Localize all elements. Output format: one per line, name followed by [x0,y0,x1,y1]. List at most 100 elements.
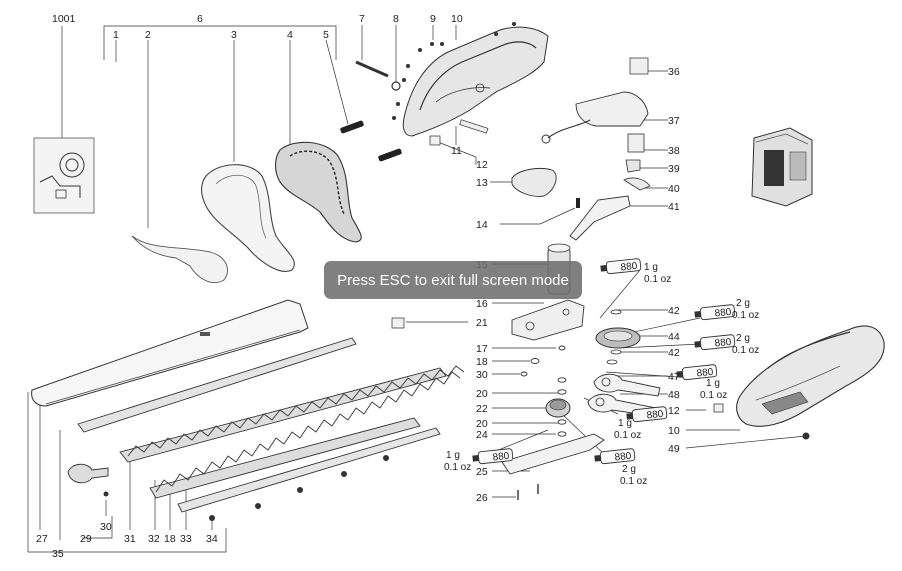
callout-number: 12 [668,405,680,417]
blade-guard-cover-part [31,299,309,407]
grease-label: 880 [714,307,732,320]
callout-number: 1 [113,29,119,41]
callout-number: 36 [668,66,680,78]
fullscreen-exit-toast: Press ESC to exit full screen mode [324,261,582,299]
gearbox-part [511,299,585,341]
callout-number: 31 [124,533,136,545]
upper-blade-part [119,365,465,463]
callout-number: 42 [668,347,680,359]
grease-label: 1 g [644,262,658,273]
callout-number: 2 [145,29,151,41]
callout-number: 24 [476,429,488,441]
callout-number: 10 [668,425,680,437]
callout-number: 42 [668,305,680,317]
callout-number: 29 [80,533,92,545]
callout-number: 34 [206,533,218,545]
callout-number: 6 [197,13,203,25]
grease-label: 1 g [706,378,720,389]
grease-label: 0.1 oz [644,274,671,285]
lower-blade-part [149,371,461,499]
motor-housing-part [402,26,549,137]
callout-number: 32 [148,533,160,545]
leader-lines [27,25,807,553]
grease-tube: 880 [626,406,668,423]
grease-amounts: 1 g 0.1 oz 2 g 0.1 oz 2 g 0.1 oz 1 g 0.1… [444,262,759,487]
grease-label: 880 [614,451,632,464]
callout-number: 30 [476,369,488,381]
grease-label: 0.1 oz [444,462,471,473]
grease-label: 880 [714,337,732,350]
grease-label: 880 [646,409,664,422]
blade-screws-part [517,484,539,500]
grease-tube: 880 [594,448,636,465]
bolt-part [355,60,389,78]
callout-number: 37 [668,115,680,127]
screws-part [392,22,516,120]
callout-number: 4 [287,29,293,41]
blade-plate-part [501,433,605,475]
callout-number: 47 [668,371,680,383]
grease-label: 880 [620,261,638,274]
grease-label: 880 [492,451,510,464]
callout-number: 20 [476,418,488,430]
pin-part [340,120,364,134]
grease-tube: 880 [600,258,642,275]
grease-label: 2 g [736,298,750,309]
callout-number: 1001 [52,13,76,25]
callout-number: 18 [164,533,176,545]
grease-tube: 880 [676,364,718,381]
callout-number: 11 [451,145,462,157]
grease-label: 0.1 oz [732,345,759,356]
grease-label: 1 g [446,450,460,461]
callout-number: 30 [100,521,112,533]
callout-number: 16 [476,298,488,310]
eccentric-link-part [593,373,661,397]
grease-label: 0.1 oz [620,476,647,487]
blade-guard-part [131,235,228,284]
callout-number: 39 [668,163,680,175]
callout-number: 12 [476,159,488,171]
callout-number: 10 [451,13,463,25]
callout-number: 22 [476,403,488,415]
blade-bolts-part [209,455,389,521]
callout-number: 7 [359,13,365,25]
grease-label: 1 g [618,418,632,429]
callout-number: 13 [476,177,488,189]
grease-label: 2 g [622,464,636,475]
callout-number: 41 [668,201,680,213]
callout-number: 48 [668,389,680,401]
toast-text: Press ESC to exit full screen mode [337,271,569,289]
shear-housing-part [736,325,885,427]
blade-bar-part [177,427,441,513]
switch-module-part [575,91,649,127]
grease-tube: 880 [694,304,736,321]
callout-number: 21 [476,317,488,329]
callout-number: 35 [52,548,64,560]
battery-pack-part [751,127,813,207]
label-part [629,57,649,75]
callout-number: 44 [668,331,680,343]
callout-number: 49 [668,443,680,455]
callout-number: 17 [476,343,488,355]
callout-number: 40 [668,183,680,195]
grease-tube: 880 [472,448,514,465]
callout-number: 20 [476,388,488,400]
guide-rail-part [569,195,631,241]
grease-label: 0.1 oz [700,390,727,401]
callout-number: 33 [180,533,192,545]
grease-label: 0.1 oz [732,310,759,321]
handle-grip-part [274,141,362,243]
washers-part [520,345,567,437]
washer-part [391,81,401,91]
blade-rail-part [77,337,357,433]
callout-number: 26 [476,492,488,504]
blade-wrench-part [67,463,109,484]
grease-tube: 880 [694,334,736,351]
switch-clip-part [511,167,557,197]
callout-number: 9 [430,13,436,25]
callout-number: 38 [668,145,680,157]
grease-label: 880 [696,367,714,380]
callout-number: 27 [36,533,48,545]
grease-label: 0.1 oz [614,430,641,441]
